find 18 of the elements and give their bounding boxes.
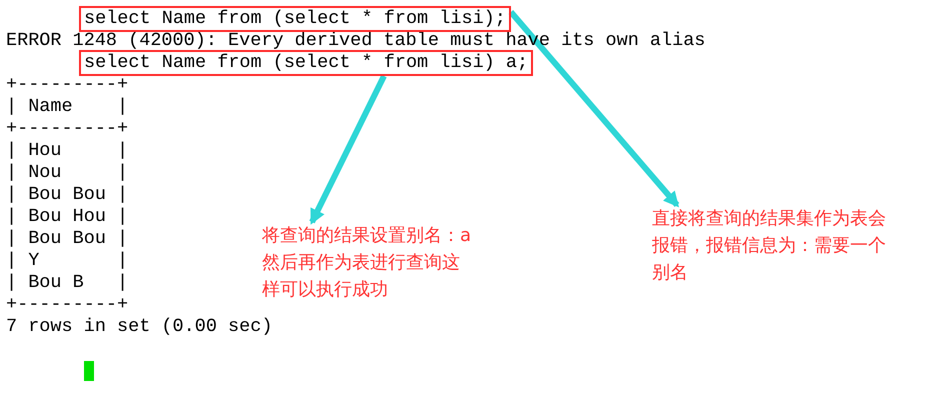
table-row: | Nou | xyxy=(6,162,128,184)
table-row: | Hou | xyxy=(6,140,128,162)
table-row: +---------+ xyxy=(6,74,128,96)
table-row: +---------+ xyxy=(6,118,128,140)
annotation-text: 直接将查询的结果集作为表会报错，报错信息为：需要一个别名 xyxy=(652,205,892,286)
table-row: | Bou Bou | xyxy=(6,184,128,206)
arrow xyxy=(508,10,680,208)
highlighted-command: select Name from (select * from lisi); xyxy=(79,6,511,32)
table-row: | Bou Bou | xyxy=(6,228,128,250)
table-row: | Name | xyxy=(6,96,128,118)
annotation-text: 将查询的结果设置别名：a然后再作为表进行查询这样可以执行成功 xyxy=(262,222,477,303)
result-summary: 7 rows in set (0.00 sec) xyxy=(6,316,272,338)
arrow xyxy=(309,74,387,225)
table-row: | Bou B | xyxy=(6,272,128,294)
highlighted-command: select Name from (select * from lisi) a; xyxy=(79,50,534,76)
table-row: | Bou Hou | xyxy=(6,206,128,228)
table-row: | Y | xyxy=(6,250,128,272)
table-row: +---------+ xyxy=(6,294,128,316)
